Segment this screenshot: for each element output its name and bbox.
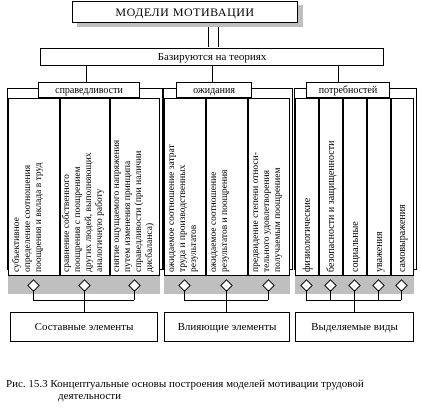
justice-line-down xyxy=(84,300,85,312)
group-needs-item-4 xyxy=(367,98,391,276)
group-expectation-item-2 xyxy=(206,98,248,276)
group-needs-header: потребностей xyxy=(306,82,390,98)
needs-item-text-4: уважения xyxy=(374,231,385,272)
based-on-box: Базируются на теориях xyxy=(40,48,384,66)
group-justice-item-1 xyxy=(8,98,60,276)
group-expectation-item-3 xyxy=(248,98,290,276)
expectation-line-down xyxy=(226,300,227,312)
needs-line-down xyxy=(354,300,355,312)
needs-line-5 xyxy=(401,290,402,300)
group-justice-connector xyxy=(86,66,87,84)
expectation-item-text-2: ожидаемое соотношение результатов и поощ… xyxy=(209,169,230,272)
group-justice-item-3 xyxy=(110,98,160,276)
needs-line-3 xyxy=(354,290,355,300)
connector-title-bar xyxy=(208,27,219,47)
group-expectation-connector xyxy=(212,66,213,84)
expectation-line-1 xyxy=(184,290,185,300)
needs-item-text-1: физиологические xyxy=(302,197,313,272)
group-expectation-item-1 xyxy=(164,98,206,276)
expectation-line-2 xyxy=(226,290,227,300)
justice-line-2 xyxy=(84,290,85,300)
justice-footer: Составные элементы xyxy=(10,312,158,342)
expectation-footer: Влияющие элементы xyxy=(164,312,290,342)
needs-line-4 xyxy=(378,290,379,300)
group-justice-item-2 xyxy=(60,98,110,276)
needs-item-text-3: социальные xyxy=(350,221,361,272)
group-justice-header: справедливости xyxy=(38,82,140,98)
justice-item-text-3: снятие ощущаемого напряжения путем измен… xyxy=(112,139,155,272)
expectation-line-3 xyxy=(268,290,269,300)
group-needs-item-3 xyxy=(343,98,367,276)
needs-item-text-2: безопасности и защищенности xyxy=(326,140,337,272)
group-needs-connector xyxy=(338,66,339,84)
group-needs-item-5 xyxy=(391,98,414,276)
expectation-item-text-3: предвидение степени относи- тельного удо… xyxy=(251,152,283,272)
figure-caption-line-1: Рис. 15.3 Концептуальные основы построен… xyxy=(6,378,364,390)
needs-footer: Выделяемые виды xyxy=(295,312,414,342)
justice-line-1 xyxy=(33,290,34,300)
justice-item-text-2: сравнение собственного поощрения с поощр… xyxy=(62,152,105,272)
group-expectation-header: ожидания xyxy=(176,82,252,98)
figure-caption-line-2: деятельности xyxy=(58,390,121,402)
justice-line-h xyxy=(33,300,134,301)
needs-item-text-5: самовыражения xyxy=(397,204,408,272)
needs-line-h xyxy=(306,300,401,301)
justice-item-text-1: субъективное определение соотношения поо… xyxy=(12,162,44,272)
group-needs-item-2 xyxy=(319,98,343,276)
expectation-item-text-1: ожидаемое соотношение затрат труда и про… xyxy=(167,144,199,272)
justice-line-3 xyxy=(134,290,135,300)
diagram-title: МОДЕЛИ МОТИВАЦИИ xyxy=(72,1,298,23)
group-needs-item-1 xyxy=(295,98,319,276)
needs-line-1 xyxy=(306,290,307,300)
needs-line-2 xyxy=(330,290,331,300)
